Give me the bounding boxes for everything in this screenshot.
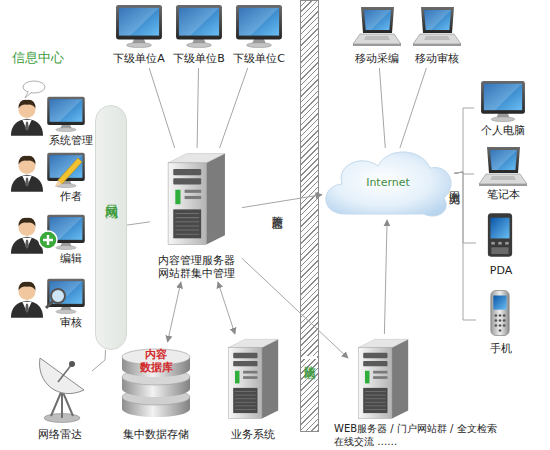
monitor-icon: [47, 97, 85, 132]
plus-symbol: [39, 231, 57, 249]
server-icon: [359, 339, 409, 418]
user-workstation: 编辑: [8, 210, 92, 268]
phone-icon: [491, 291, 509, 336]
laptop-icon: [479, 147, 527, 186]
pc-node: 个人电脑: [474, 78, 532, 138]
node-label: Internet: [322, 176, 454, 189]
lan-band: 局域网: [95, 105, 127, 350]
connector: [197, 68, 198, 148]
person-icon: [11, 156, 43, 192]
monitor-icon: [47, 153, 85, 188]
pencil-symbol: [55, 158, 82, 187]
radar-node: 网络雷达: [28, 352, 92, 444]
node-label: 网络雷达: [23, 428, 97, 441]
laptop-icon: [353, 7, 401, 46]
person-icon: [11, 282, 43, 318]
icon-part: [55, 180, 62, 187]
connector: [92, 350, 106, 371]
pda-icon: [488, 213, 512, 256]
node-label: 下级单位A: [110, 52, 168, 65]
database-node: 内容 数据库集中数据存储: [112, 342, 200, 444]
server-icon: [168, 154, 225, 245]
business-server: 业务系统: [218, 334, 288, 444]
person-icon: [11, 100, 43, 136]
terminal-icon: [116, 5, 162, 48]
icon-part: [23, 81, 45, 93]
node-label: 作者: [46, 190, 96, 203]
node-label: 笔记本: [474, 188, 532, 201]
icon-part: [58, 158, 82, 184]
terminal-node: 下级单位C: [230, 4, 288, 68]
connector: [400, 68, 427, 148]
connector: [242, 258, 348, 358]
edge-label: 静态页面: [270, 207, 284, 211]
node-label: 局域网: [104, 194, 118, 197]
connector: [454, 108, 474, 173]
connector: [127, 222, 150, 225]
terminal-icon: [176, 5, 222, 48]
laptop-node: 移动审核: [407, 4, 467, 68]
speech-bubble: [23, 81, 45, 98]
node-label: 审核: [46, 316, 96, 329]
pda-node: PDA: [476, 208, 526, 278]
node-label: WEB服务器 / 门户网站群 / 全文检索 在线交流 ……: [334, 422, 519, 448]
node-label: 内容 数据库: [136, 348, 176, 374]
icon-part: [51, 289, 65, 303]
phone-node: 手机: [476, 284, 526, 356]
user-workstation: 系统管理: [8, 90, 92, 148]
dish-icon: [40, 358, 84, 423]
node-label: 移动采编: [347, 52, 407, 65]
magnifier-symbol: [46, 289, 65, 308]
monitor-icon: [47, 279, 85, 314]
terminal-node: 下级单位B: [170, 4, 228, 68]
node-label: 集中数据存储: [112, 428, 200, 441]
node-label: 业务系统: [213, 428, 293, 441]
connector: [454, 172, 476, 320]
user-workstation: 审核: [8, 274, 92, 332]
node-label: 下级单位B: [170, 52, 228, 65]
laptop-icon: [413, 7, 461, 46]
connector: [379, 68, 385, 148]
connector: [168, 282, 181, 342]
node-label: 内容管理服务器 网站群集中管理: [150, 254, 242, 280]
terminal-icon: [236, 5, 282, 48]
user-workstation: 作者: [8, 148, 92, 206]
connector: [454, 172, 474, 174]
terminal-node: 下级单位A: [110, 4, 168, 68]
firewall-band: 防火墙: [300, 0, 319, 432]
node-label: 系统管理: [46, 134, 96, 147]
monitor-icon: [481, 81, 525, 122]
node-label: 编辑: [46, 252, 96, 265]
node-label: 手机: [476, 342, 526, 355]
icon-part: [43, 235, 53, 245]
connector: [242, 195, 322, 208]
annotation: 信息中心: [12, 50, 82, 65]
cms-server: 内容管理服务器 网站群集中管理: [150, 148, 242, 282]
connector: [220, 68, 248, 148]
connector: [218, 282, 235, 334]
node-label: PDA: [476, 264, 526, 277]
node-label: 个人电脑: [474, 124, 532, 137]
laptop-node: 笔记本: [474, 144, 532, 204]
annotation: 上网浏览: [448, 182, 461, 186]
laptop-node: 移动采编: [347, 4, 407, 68]
icon-part: [25, 92, 32, 98]
connector: [149, 68, 175, 148]
node-label: 移动审核: [407, 52, 467, 65]
icon-part: [46, 301, 53, 308]
database-icon: [122, 349, 190, 417]
server-icon: [229, 339, 279, 418]
internet-cloud: Internet: [322, 148, 454, 220]
node-label: 防火墙: [303, 356, 317, 359]
node-label: 下级单位C: [230, 52, 288, 65]
icon-part: [39, 231, 57, 249]
connector: [384, 220, 387, 334]
web-server: WEB服务器 / 门户网站群 / 全文检索 在线交流 ……: [348, 334, 418, 448]
person-icon: [11, 218, 43, 254]
